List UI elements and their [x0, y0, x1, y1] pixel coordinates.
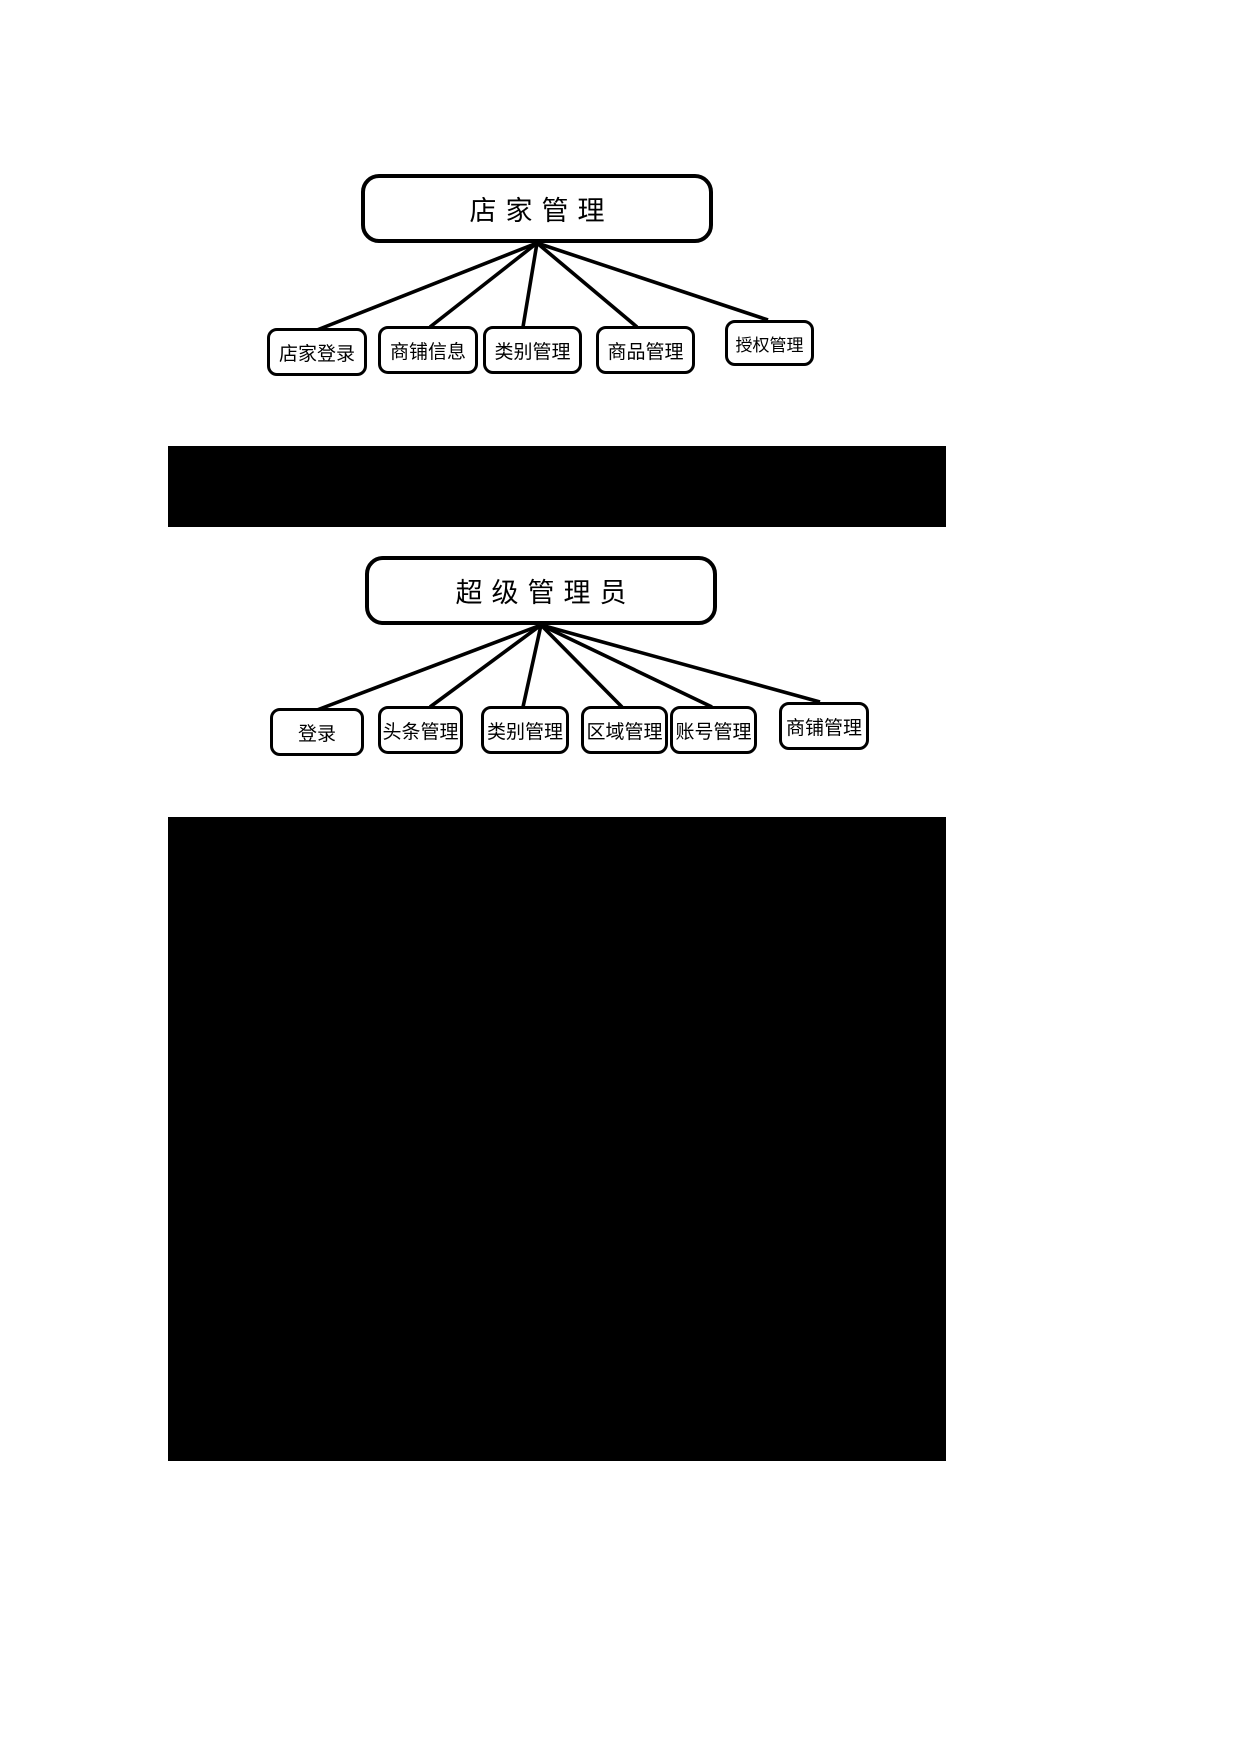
diagram-1-child-label-2: 商铺信息	[389, 340, 466, 363]
connector-line	[428, 241, 539, 329]
diagram-2-root-label: 超级管理员	[455, 578, 636, 609]
connector-line	[540, 623, 821, 704]
connector-line	[521, 242, 539, 328]
diagram-2-root-node[interactable]: 超级管理员	[365, 556, 717, 625]
connector-line	[316, 623, 542, 712]
diagram-1-child-label-4: 商品管理	[607, 340, 684, 363]
diagram-1-child-label-3: 类别管理	[494, 340, 571, 363]
diagram-1-child-node-1[interactable]: 店家登录	[267, 328, 367, 376]
diagram-1-root-label: 店家管理	[469, 196, 614, 227]
connector-line	[535, 241, 639, 329]
diagram-2-child-node-4[interactable]: 区域管理	[581, 706, 668, 754]
diagram-1-child-label-1: 店家登录	[278, 342, 355, 365]
diagram-2-child-label-1: 登录	[297, 722, 336, 745]
connector-line	[536, 241, 769, 322]
diagram-1-child-node-3[interactable]: 类别管理	[483, 326, 582, 374]
diagram-2-child-label-2: 头条管理	[382, 720, 459, 743]
diagram-1-root-node[interactable]: 店家管理	[361, 174, 713, 243]
diagram-2-child-label-6: 商铺管理	[785, 716, 862, 739]
connector-line	[316, 241, 538, 332]
connector-line	[539, 623, 624, 709]
diagram-2-child-node-3[interactable]: 类别管理	[481, 706, 569, 754]
connector-line	[428, 623, 543, 709]
redaction-block-bottom	[168, 817, 946, 1461]
diagram-1-child-label-5: 授权管理	[735, 335, 804, 356]
diagram-2-child-node-1[interactable]: 登录	[270, 708, 364, 756]
diagram-2-child-label-4: 区域管理	[586, 720, 663, 743]
diagram-1-child-node-5[interactable]: 授权管理	[725, 320, 814, 366]
diagram-2-child-node-2[interactable]: 头条管理	[378, 706, 463, 754]
connector-line	[521, 624, 543, 708]
diagram-1-child-node-2[interactable]: 商铺信息	[378, 326, 478, 374]
diagram-2-child-label-3: 类别管理	[486, 720, 563, 743]
connector-line	[540, 623, 713, 709]
diagram-2-child-node-5[interactable]: 账号管理	[670, 706, 757, 754]
diagram-2-child-node-6[interactable]: 商铺管理	[779, 702, 869, 750]
diagram-1-child-node-4[interactable]: 商品管理	[596, 326, 695, 374]
diagram-2-child-label-5: 账号管理	[675, 720, 752, 743]
redaction-block-top	[168, 446, 946, 527]
